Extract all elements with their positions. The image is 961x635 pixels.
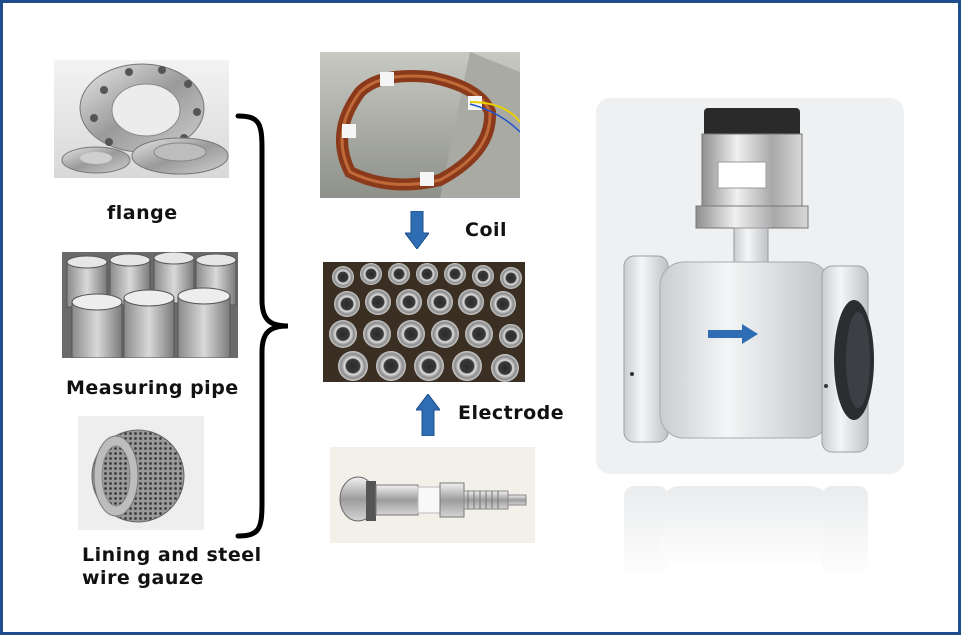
lining-gauze-photo <box>78 416 204 530</box>
flange-photo <box>54 60 229 178</box>
lining-gauze-label-line1: Lining and steel <box>82 544 262 566</box>
down-arrow-icon <box>405 211 429 249</box>
right-curly-brace-icon <box>232 110 296 542</box>
coil-photo <box>320 52 520 198</box>
measuring-pipe-photo <box>62 252 238 358</box>
lining-gauze-label: Lining and steel wire gauze <box>82 544 262 590</box>
electrode-assembly-photo <box>323 262 525 382</box>
measuring-pipe-label: Measuring pipe <box>66 377 239 399</box>
up-arrow-icon <box>416 394 440 436</box>
flange-label: flange <box>107 202 178 224</box>
flowmeter-photo <box>596 98 904 474</box>
lining-gauze-label-line2: wire gauze <box>82 567 204 589</box>
coil-label: Coil <box>465 219 508 241</box>
flowmeter-reflection <box>624 486 874 576</box>
electrode-photo <box>330 447 535 543</box>
electrode-label: Electrode <box>458 402 565 424</box>
